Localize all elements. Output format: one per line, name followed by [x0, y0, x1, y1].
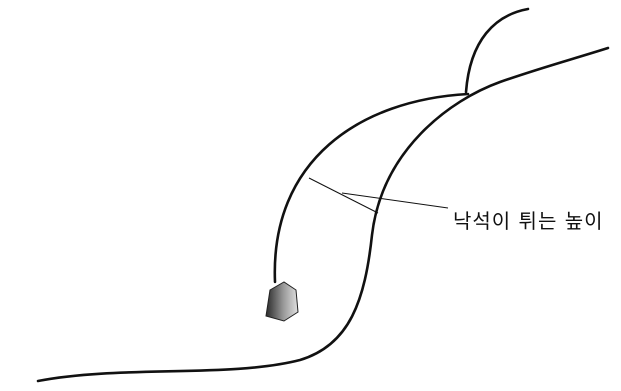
rock-trajectory-arc [275, 94, 468, 282]
rock-bounce-height-label: 낙석이 튀는 높이 [453, 205, 604, 234]
bounce-height-line [309, 178, 378, 213]
falling-rock [266, 282, 298, 321]
upper-bounce-arc [466, 9, 528, 92]
label-leader-line [342, 193, 448, 208]
